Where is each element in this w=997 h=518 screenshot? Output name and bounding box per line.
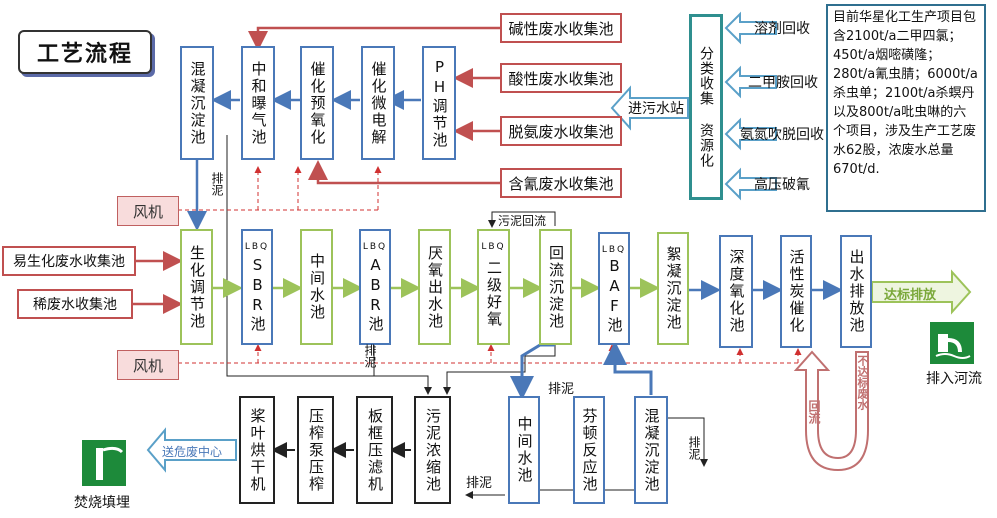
line-alkaline [248,26,500,51]
incinerate-label: 焚烧填埋 [74,495,130,511]
fenton-reaction-tank: 芬顿反应池 [573,396,605,504]
reflux-label: 回流 [807,400,821,424]
abr-label: ABR池 [366,255,385,333]
floc-sed-tank: 絮凝沉淀池 [657,232,689,345]
acid-wastewater-tank: 酸性废水收集池 [500,63,622,93]
dilute-wastewater-tank: 稀废水收集池 [17,289,133,319]
second-aer-label: 二级好氧 [485,260,503,328]
reflux-loop [793,350,869,472]
coag-sed-tank: 混凝沉淀池 [180,46,214,160]
fan-top: 风机 [117,196,179,226]
neutral-aeration-tank: 中和曝气池 [241,46,275,160]
second-aerobic-tank: LBQ 二级好氧 [477,229,510,345]
easy-bio-wastewater-tank: 易生化废水收集池 [2,246,136,276]
baf-tank: LBQ BAF池 [598,232,630,345]
mid-pool-2: 中间水池 [508,396,540,504]
river-icon [930,322,974,364]
discharge-label: 达标排放 [884,288,937,303]
activated-carbon-catalysis: 活性炭催化 [780,235,812,348]
page-title: 工艺流程 [18,30,152,74]
baf-label: BAF池 [605,257,624,334]
sbr-tank: LBQ SBR池 [241,229,273,345]
plate-filter-press: 板框压滤机 [356,396,393,504]
second-aer-tag: LBQ [481,242,506,252]
project-info-text: 目前华星化工生产项目包含2100t/a二甲四氯；450t/a烟嘧磺隆；280t/… [826,4,986,212]
recovery-dimethylamine: 二甲胺回收 [748,75,818,91]
deep-oxidation-tank: 深度氧化池 [719,235,753,348]
recovery-ammonia: 氨氮吹脱回收 [740,127,824,143]
sludge-label-mid: 排泥 [363,344,377,368]
line-cyanide [308,160,500,185]
not-compliant-label: 不达标废水 [856,355,869,410]
recovery-cyanide: 高压破氰 [754,177,810,193]
sludge-thickener: 污泥浓缩池 [414,396,451,504]
alkaline-wastewater-tank: 碱性废水收集池 [500,13,622,43]
sludge-label-bottom: 排泥 [466,476,493,491]
fan-mid: 风机 [117,350,179,380]
reflux-sed-tank: 回流沉淀池 [539,229,572,345]
to-station-label: 进污水站 [628,101,684,117]
bio-adjust-tank: 生化调节池 [180,229,213,345]
catalytic-microelectrolysis: 催化微电解 [361,46,395,160]
sbr-tag: LBQ [244,242,270,252]
arrow-to-hazard [146,427,237,473]
outlet-tank: 出水排放池 [840,235,872,348]
arrow-discharge [871,269,972,315]
incinerate-icon [82,440,126,486]
sludge-reflux-label: 污泥回流 [498,214,547,228]
sludge-label-right: 排泥 [548,382,575,397]
deammonia-wastewater-tank: 脱氨废水收集池 [500,116,622,146]
paddle-dryer: 桨叶烘干机 [239,396,275,504]
anaerobic-out-tank: 厌氧出水池 [418,229,451,345]
coag-sed-tank-2: 混凝沉淀池 [634,396,668,504]
sbr-label: SBR池 [248,255,267,333]
cyanide-wastewater-tank: 含氰废水收集池 [500,168,622,198]
classify-collect-box: 分类收集 资源化 [689,14,723,200]
sludge-label-side: 排泥 [687,436,701,460]
abr-tank: LBQ ABR池 [359,229,391,345]
ph-adjust-tank: PH调节池 [422,46,456,160]
recovery-solvent: 溶剂回收 [754,21,810,37]
mid-pool: 中间水池 [300,229,333,345]
press-pump: 压榨泵压榨 [297,396,334,504]
river-label: 排入河流 [926,371,982,387]
to-hazard-label: 送危废中心 [162,445,223,459]
catalytic-preoxidation: 催化预氧化 [300,46,334,160]
sludge-label-top: 排泥 [210,172,224,196]
abr-tag: LBQ [362,242,388,252]
baf-tag: LBQ [601,245,627,255]
